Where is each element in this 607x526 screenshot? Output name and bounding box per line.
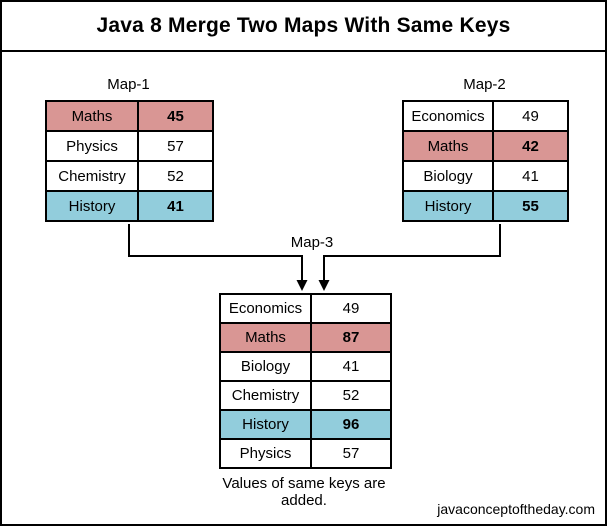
map-key-cell: History <box>45 190 139 222</box>
map-value-cell: 49 <box>310 293 392 324</box>
map1-label: Map-1 <box>107 76 150 93</box>
map-key-cell: History <box>402 190 494 222</box>
map-value-cell: 57 <box>310 438 392 469</box>
arrowhead-right-icon <box>318 280 330 291</box>
map-key-cell: Chemistry <box>45 160 139 192</box>
map-key-cell: Biology <box>402 160 494 192</box>
site-credit: javaconceptoftheday.com <box>437 501 595 517</box>
map-value-cell: 49 <box>492 100 569 132</box>
map-key-cell: Economics <box>219 293 312 324</box>
map-value-cell: 52 <box>137 160 214 192</box>
map-value-cell: 55 <box>492 190 569 222</box>
map-key-cell: Physics <box>45 130 139 162</box>
page-title: Java 8 Merge Two Maps With Same Keys <box>2 2 605 52</box>
map-value-cell: 45 <box>137 100 214 132</box>
map-value-cell: 52 <box>310 380 392 411</box>
map2-label: Map-2 <box>463 76 506 93</box>
map-key-cell: Economics <box>402 100 494 132</box>
map-value-cell: 57 <box>137 130 214 162</box>
map-value-cell: 41 <box>310 351 392 382</box>
map-value-cell: 41 <box>492 160 569 192</box>
map-value-cell: 96 <box>310 409 392 440</box>
map-value-cell: 41 <box>137 190 214 222</box>
map3-label: Map-3 <box>290 234 334 251</box>
map-key-cell: Maths <box>219 322 312 353</box>
map-key-cell: Chemistry <box>219 380 312 411</box>
map-value-cell: 42 <box>492 130 569 162</box>
map-value-cell: 87 <box>310 322 392 353</box>
merge-caption: Values of same keys are added. <box>222 475 386 509</box>
map-key-cell: Maths <box>45 100 139 132</box>
map-key-cell: Maths <box>402 130 494 162</box>
map-key-cell: Biology <box>219 351 312 382</box>
arrowhead-left-icon <box>296 280 308 291</box>
map-key-cell: Physics <box>219 438 312 469</box>
map-key-cell: History <box>219 409 312 440</box>
